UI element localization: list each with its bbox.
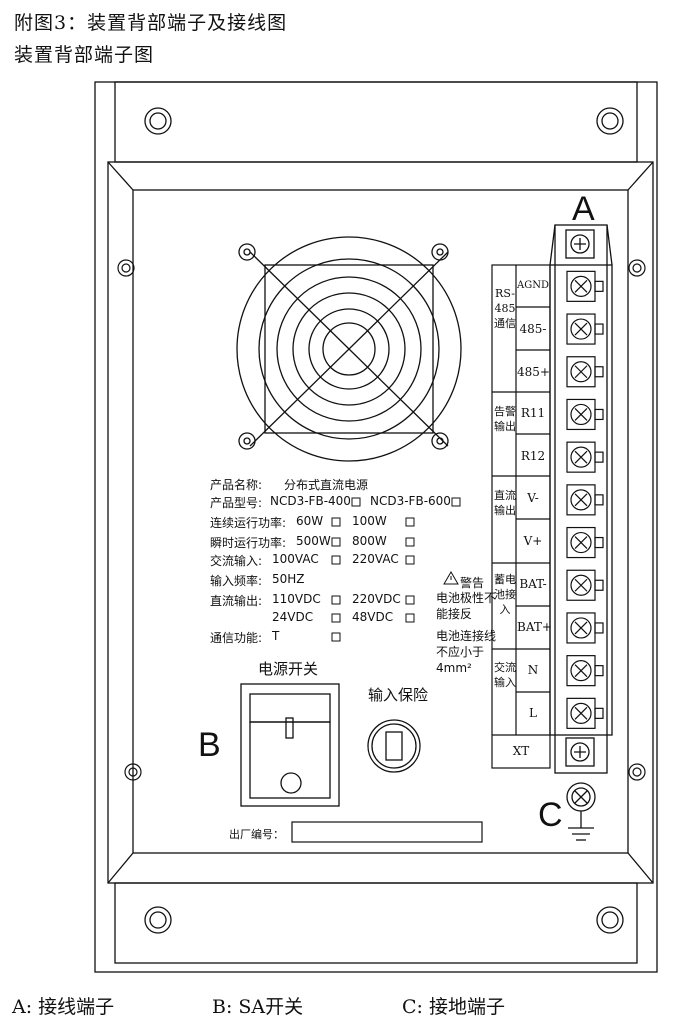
terminal-block-name: XT: [512, 744, 530, 758]
spec-name-label: 产品名称:: [210, 478, 263, 492]
spec-name-value: 分布式直流电源: [284, 478, 369, 492]
legend-c: C: 接地端子: [402, 996, 505, 1018]
figure-subtitle: 装置背部端子图: [14, 44, 155, 66]
legend-b: B: SA开关: [212, 996, 304, 1018]
warning-wire-text: 电池连接线不应小于4mm²: [436, 629, 497, 675]
warning-icon: [443, 571, 459, 585]
serial-number-box: [291, 821, 483, 843]
spec-dc-output-option-2: 220VDC: [352, 592, 401, 606]
spec-ac-input-option-2: 220VAC: [352, 552, 399, 566]
terminal-screws: [566, 270, 604, 729]
frame-outer: [107, 161, 654, 884]
spec-cont-power-label: 连续运行功率:: [210, 516, 287, 530]
ground-terminal: [566, 782, 596, 841]
terminal-screw: [566, 484, 604, 516]
power-switch: [240, 683, 340, 807]
terminal-r12: R12: [520, 449, 546, 463]
spec-frequency-value: 50HZ: [272, 572, 305, 586]
terminal-screw: [566, 313, 604, 345]
spec-cont-power-option-2: 100W: [352, 514, 387, 528]
terminal-screw: [566, 441, 604, 473]
warning-polarity-text: 电池极性不能接反: [436, 591, 497, 621]
spec-comm-option-1: T: [272, 629, 280, 643]
terminal-screw: [566, 655, 604, 687]
terminal-n: N: [527, 663, 539, 677]
fan-guard: [236, 236, 462, 462]
spec-model-option-2: NCD3-FB-600: [370, 494, 451, 508]
group-dc-output: 直流输出: [494, 489, 516, 517]
spec-peak-power-option-2: 800W: [352, 534, 387, 548]
spec-dc-output-option-1: 110VDC: [272, 592, 321, 606]
input-fuse: [367, 719, 421, 773]
terminal-bat-minus: BAT-: [519, 577, 547, 591]
terminal-agnd: AGND: [517, 280, 549, 291]
spec-model-label: 产品型号:: [210, 496, 263, 510]
mounting-holes: [144, 107, 624, 934]
spec-checkboxes: [331, 497, 461, 642]
spec-dc-output-option-4: 48VDC: [352, 610, 394, 624]
spec-ac-input-label: 交流输入:: [210, 554, 263, 568]
group-ac-input: 交流输入: [494, 661, 516, 689]
legend-a: A: 接线端子: [12, 996, 115, 1018]
group-alarm: 告警输出: [494, 405, 516, 433]
terminal-l: L: [529, 706, 537, 720]
power-switch-label: 电源开关: [258, 660, 319, 678]
terminal-screw: [566, 526, 604, 559]
spec-model-option-1: NCD3-FB-400: [270, 494, 351, 508]
serial-number-label: 出厂编号：: [229, 828, 284, 841]
marker-c: C: [538, 796, 563, 834]
top-flange: [114, 81, 638, 163]
spec-dc-output-option-3: 24VDC: [272, 610, 314, 624]
terminal-label-panel: [491, 264, 551, 769]
spec-cont-power-option-1: 60W: [296, 514, 324, 528]
terminal-screw: [566, 697, 604, 729]
terminal-v-minus: V-: [527, 491, 539, 505]
marker-b: B: [198, 726, 221, 764]
terminal-screw: [566, 270, 604, 302]
warning-title: 警告: [460, 576, 485, 590]
terminal-screw: [566, 612, 604, 644]
frame-inner: [132, 189, 629, 854]
group-battery: 蓄电池接入: [494, 573, 516, 616]
terminal-screw: [566, 356, 604, 388]
bottom-flange: [114, 882, 638, 964]
spec-comm-label: 通信功能:: [210, 631, 263, 645]
input-fuse-label: 输入保险: [368, 686, 429, 704]
spec-dc-output-label: 直流输出:: [210, 594, 263, 608]
terminal-screw: [566, 569, 604, 601]
terminal-v-plus: V+: [523, 534, 543, 548]
terminal-bat-plus: BAT+: [517, 620, 552, 634]
group-rs485: RS-485通信: [494, 287, 516, 330]
terminal-r11: R11: [520, 406, 546, 420]
side-screws: [117, 259, 646, 781]
terminal-485-minus: 485-: [519, 322, 547, 336]
spec-peak-power-label: 瞬时运行功率:: [210, 536, 287, 550]
terminal-485-plus: 485+: [517, 365, 550, 379]
spec-ac-input-option-1: 100VAC: [272, 552, 319, 566]
spec-frequency-label: 输入频率:: [210, 574, 263, 588]
terminal-block: [549, 224, 613, 774]
marker-a: A: [572, 190, 595, 228]
terminal-screw: [566, 398, 604, 431]
spec-peak-power-option-1: 500W: [296, 534, 331, 548]
figure-caption: 附图3：装置背部端子及接线图: [14, 12, 288, 34]
